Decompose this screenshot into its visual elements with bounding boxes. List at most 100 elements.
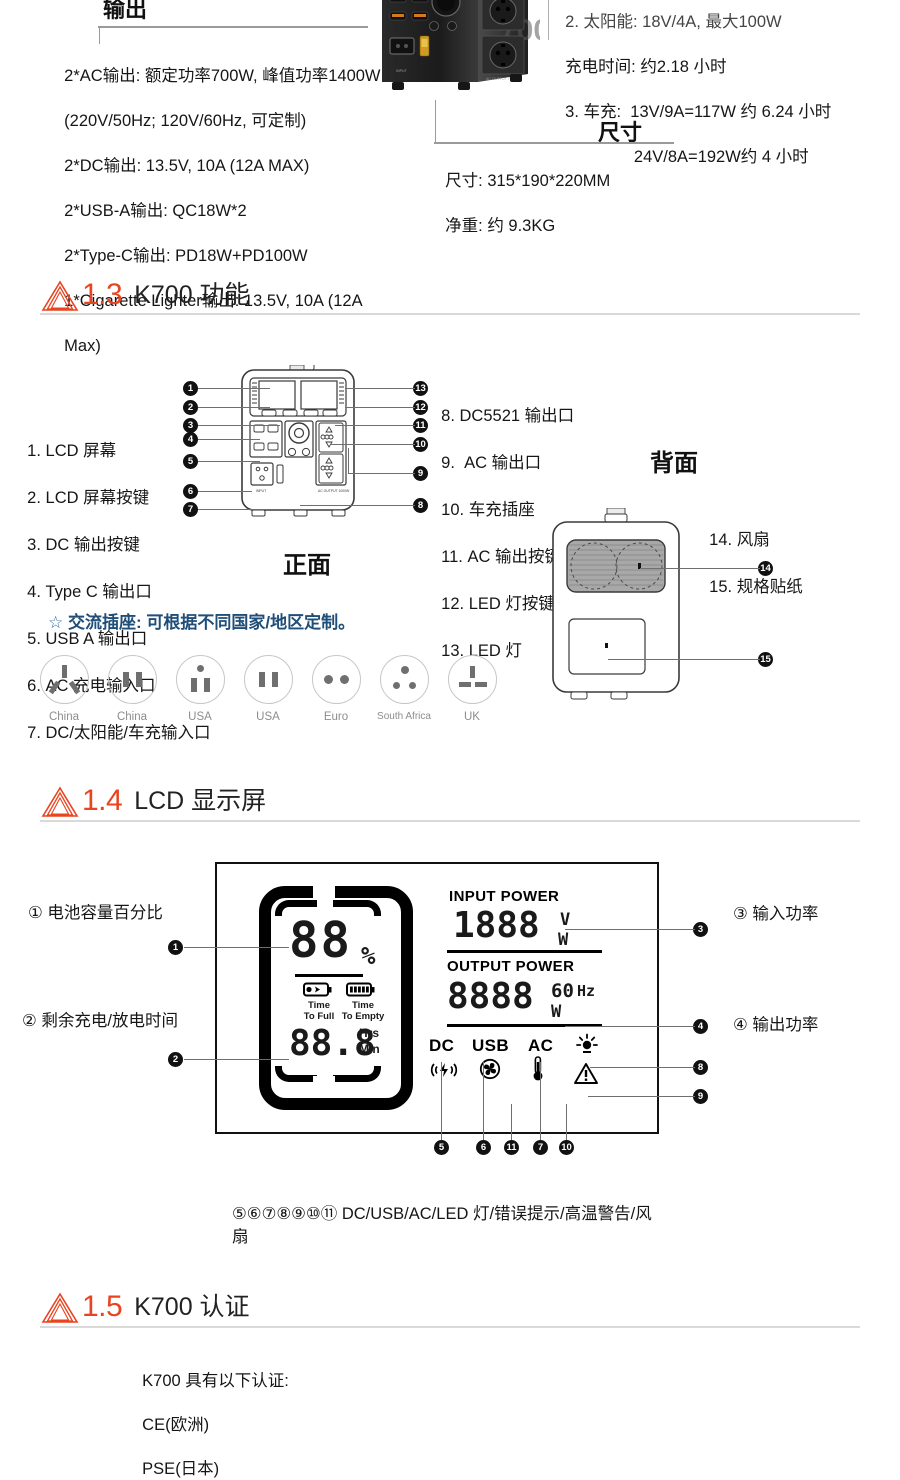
front-marker-5: 5 [183,454,198,469]
thermometer-icon [531,1056,545,1087]
front-marker-1: 1 [183,381,198,396]
lcd-leader-7-vert [540,1062,541,1140]
lcd-leader-9 [588,1096,695,1097]
front-marker-6: 6 [183,484,198,499]
lcd-leader-8 [590,1067,695,1068]
output-section-title: 输出 [103,0,148,22]
star-icon: ☆ [48,613,64,632]
plug-label: USA [188,711,212,723]
time-unit-min: Min [359,1042,380,1056]
plug-usa-3pin: USA [166,655,234,723]
output-frequency-value: 60 [551,980,574,1002]
led-light-icon [575,1032,599,1061]
front-marker-9: 9 [413,466,428,481]
plug-uk-3pin: UK [438,655,506,723]
leader-15 [608,659,760,660]
lcd-leader-6-vert [483,1062,484,1140]
leader-11 [335,425,415,426]
plug-type-row: China China USA USA Euro [30,655,506,723]
size-bracket-left [435,100,436,142]
plug-china-3pin: China [30,655,98,723]
leader-4 [198,439,260,440]
svg-text:AC OUTPUT 700W: AC OUTPUT 700W [486,77,518,81]
back-list: 14. 风扇 15. 规格贴纸 [709,530,803,596]
leader-12 [345,407,415,408]
front-marker-10: 10 [413,437,428,452]
battery-outer-ring [259,886,413,1110]
section-1-3-title: K700 功能 [134,281,250,309]
front-marker-4: 4 [183,432,198,447]
lcd-marker-4: 4 [693,1019,708,1034]
lcd-right-label-3: ③ 输入功率 [733,905,819,923]
lcd-left-label-1: ① 电池容量百分比 [28,904,163,922]
plug-china-3pin-icon [39,655,89,704]
output-title-underline [98,26,368,28]
svg-text:AC OUTPUT 1000W: AC OUTPUT 1000W [318,489,350,493]
front-marker-12: 12 [413,400,428,415]
lcd-left-label-2: ② 剩余充电/放电时间 [22,1012,178,1030]
ring-gap-bottom [313,1076,335,1092]
output-power-label: OUTPUT POWER [447,958,575,975]
section-1-4-rule [40,820,860,822]
plug-south-africa-3pin-icon [379,655,429,704]
front-panel-diagram: INPUT AC OUTPUT 1000W [228,362,388,530]
time-to-empty-icon [346,982,376,1002]
socket-customization-note: ☆ 交流插座: 可根据不同国家/地区定制。 [48,613,356,632]
front-marker-3: 3 [183,418,198,433]
front-view-caption: 正面 [283,552,331,579]
back-view-caption: 背面 [650,450,698,477]
front-right-list: 8. DC5521 输出口 9. AC 输出口 10. 车充插座 11. AC … [441,406,575,660]
certification-list: K700 具有以下认证: CE(欧洲) PSE(日本) [142,1372,289,1478]
output-spec-text: 2*AC输出: 额定功率700W, 峰值功率1400W (220V/50Hz; … [64,66,381,355]
section-1-4-number: 1.4 [82,784,123,817]
input-output-divider [447,950,602,953]
product-photo-front-right: 700 [360,0,550,110]
lcd-leader-5-vert [441,1062,442,1140]
lcd-marker-6: 6 [476,1140,491,1155]
warning-triangle-icon [40,278,80,312]
size-spec-text: 尺寸: 315*190*220MM 净重: 约 9.3KG [445,171,611,235]
output-frequency-unit: Hz [577,982,596,1000]
lcd-leader-4 [565,1026,695,1027]
charging-bracket [548,0,549,40]
leader-13 [345,388,415,389]
input-power-label: INPUT POWER [449,888,560,905]
lcd-marker-1: 1 [168,940,183,955]
leader-1 [198,388,270,389]
output-status-divider [447,1024,602,1027]
plug-label: USA [256,711,280,723]
plug-usa-3pin-icon [175,655,225,704]
plug-south-africa-3pin: South Africa [370,655,438,723]
front-marker-2: 2 [183,400,198,415]
lcd-right-label-4: ④ 输出功率 [733,1016,819,1034]
plug-label: China [116,711,148,723]
size-title-underline [434,142,674,144]
ring-inner-gap-bottom [317,1064,333,1076]
plug-label: South Africa [377,711,431,722]
section-1-5-rule [40,1326,860,1328]
leader-3 [198,425,280,426]
output-unit-watt: W [551,1002,562,1022]
time-unit-hrs: Hrs [359,1026,380,1040]
indicator-dc-label: DC [429,1036,455,1055]
lcd-marker-11: 11 [504,1140,519,1155]
lcd-indicator-caption: ⑤⑥⑦⑧⑨⑩⑪ DC/USB/AC/LED 灯/错误提示/高温警告/风 扇 [232,1205,652,1246]
battery-divider [295,974,363,977]
warning-triangle-icon [40,1290,80,1324]
plug-china-2pin-icon [107,655,157,704]
battery-percent-unit: % [361,942,376,970]
section-1-3-header: 1.3 K700 功能 [40,276,900,312]
lcd-marker-3: 3 [693,922,708,937]
leader-5 [198,461,260,462]
lcd-leader-3 [565,929,695,930]
leader-14 [640,568,760,569]
battery-percent-value: 88 [289,912,353,969]
section-1-5-header: 1.5 K700 认证 [40,1288,900,1324]
remaining-time-value: 88.8 [289,1023,376,1064]
lcd-leader-2 [184,1059,289,1060]
ring-gap-top [313,882,335,898]
section-1-3-rule [40,313,860,315]
section-1-4-title: LCD 显示屏 [134,787,267,815]
